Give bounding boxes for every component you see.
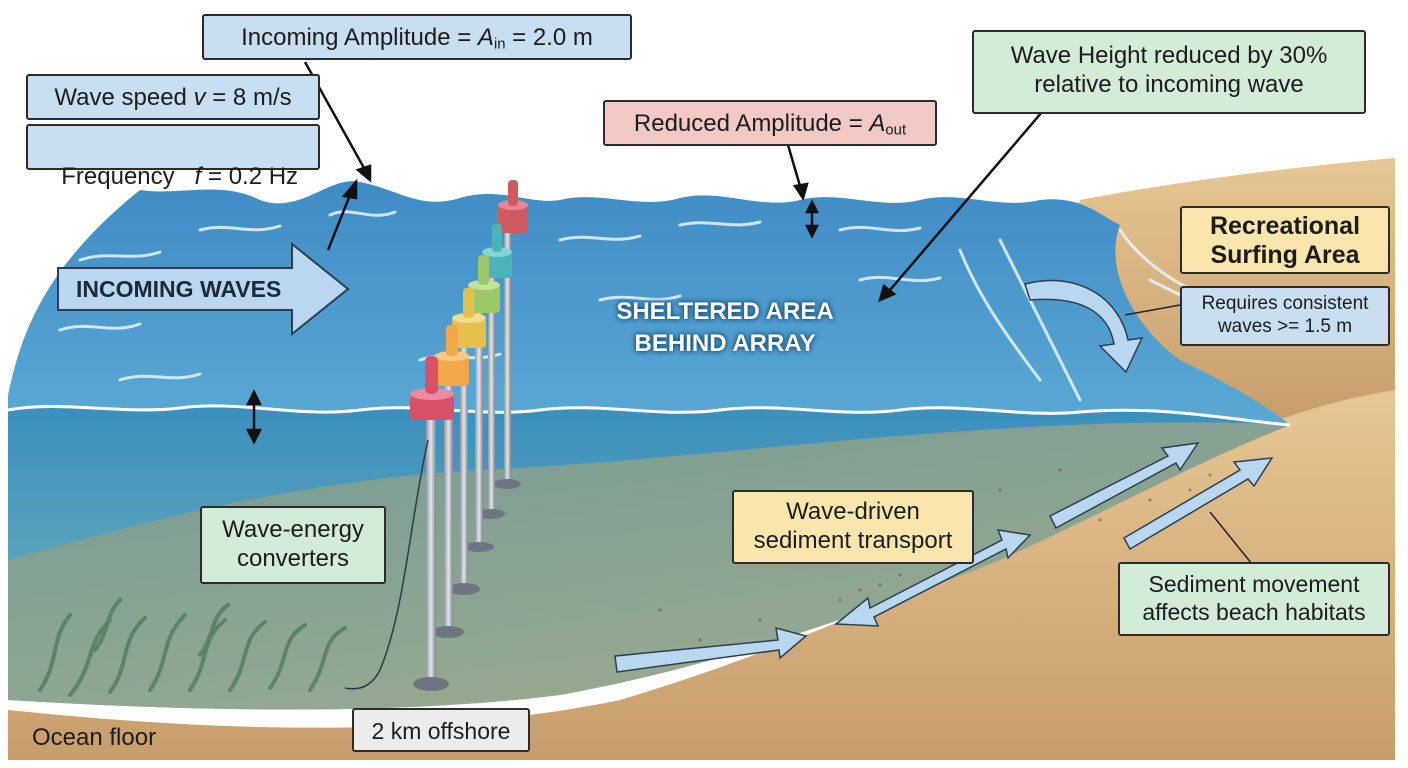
reduced-amplitude-subscript: out	[885, 122, 907, 139]
seagrass	[38, 598, 347, 697]
incoming-waves-arrow-icon	[57, 241, 350, 337]
buoy-icon	[464, 255, 500, 552]
callout-lines	[1124, 304, 1253, 565]
reduced-amplitude-symbol: A	[869, 110, 886, 137]
incoming-amplitude-value: = 2.0 m	[505, 24, 593, 51]
buoy-icon	[493, 180, 528, 489]
sediment-transport-line1: Wave-driven	[786, 498, 920, 525]
wave-profile-line	[7, 404, 1291, 427]
reduced-amplitude-label: Reduced Amplitude = Aout	[603, 100, 937, 146]
surfing-requirement-label: Requires consistent waves >= 1.5 m	[1180, 286, 1390, 346]
incoming-amplitude-label: Incoming Amplitude = Ain = 2.0 m	[202, 14, 632, 60]
sediment-transport-label: Wave-driven sediment transport	[732, 490, 974, 564]
wave-speed-prefix: Wave speed	[54, 84, 194, 111]
sheltered-area-line2: BEHIND ARRAY	[634, 330, 816, 358]
surfing-requirement-line2: waves >= 1.5 m	[1217, 315, 1353, 337]
surfing-area-label: Recreational Surfing Area	[1180, 206, 1390, 274]
wave-height-reduction-line2: relative to incoming wave	[1034, 70, 1304, 98]
sea-surface	[8, 181, 1290, 425]
surfing-requirement-line1: Requires consistent	[1201, 293, 1369, 314]
wave-energy-converters-line2: converters	[236, 544, 350, 572]
incoming-amplitude-symbol: A	[477, 24, 494, 51]
frequency-prefix: Frequency	[61, 162, 195, 190]
wave-speed-symbol: v	[193, 84, 206, 111]
sheltered-area-label: SHELTERED AREA BEHIND ARRAY	[600, 296, 850, 361]
wave-height-reduction-label: Wave Height reduced by 30% relative to i…	[972, 30, 1366, 114]
buoy-icon	[477, 224, 512, 519]
sediment-movement-line1: Sediment movement	[1148, 571, 1360, 597]
surfing-area-line2: Surfing Area	[1210, 240, 1360, 269]
surf-arrow-icon	[1024, 279, 1144, 374]
wave-energy-converter-array	[344, 180, 528, 691]
sheltered-area-line1: SHELTERED AREA	[616, 298, 834, 325]
buoy-icon	[448, 288, 486, 595]
wave-energy-converters-line1: Wave-energy	[222, 516, 364, 543]
sand-slope	[8, 390, 1395, 760]
offshore-distance-label: 2 km offshore	[352, 708, 530, 752]
incoming-amplitude-subscript: in	[493, 36, 506, 53]
sediment-movement-line2: affects beach habitats	[1142, 598, 1366, 625]
incoming-amplitude-prefix: Incoming Amplitude =	[241, 24, 478, 51]
sediment-transport-line2: sediment transport	[753, 526, 953, 554]
buoy-icon	[410, 356, 454, 691]
buoy-icon	[432, 325, 469, 638]
sediment-arrow-icon	[614, 442, 1274, 673]
wave-energy-converters-label: Wave-energy converters	[200, 506, 386, 584]
wave-height-reduction-line1: Wave Height reduced by 30%	[1010, 42, 1328, 69]
frequency-symbol: f	[194, 162, 202, 190]
surfing-area-line1: Recreational	[1209, 212, 1361, 240]
sediment-movement-label: Sediment movement affects beach habitats	[1118, 562, 1390, 636]
ocean-floor-label: Ocean floor	[32, 724, 157, 751]
wave-speed-value: = 8 m/s	[205, 84, 292, 111]
reduced-amplitude-prefix: Reduced Amplitude =	[633, 110, 870, 137]
frequency-value: = 0.2 Hz	[201, 162, 299, 190]
incoming-waves-label: INCOMING WAVES	[76, 276, 282, 302]
frequency-label: Frequency f = 0.2 Hz	[26, 124, 320, 190]
wave-speed-label: Wave speed v = 8 m/s	[26, 74, 320, 120]
